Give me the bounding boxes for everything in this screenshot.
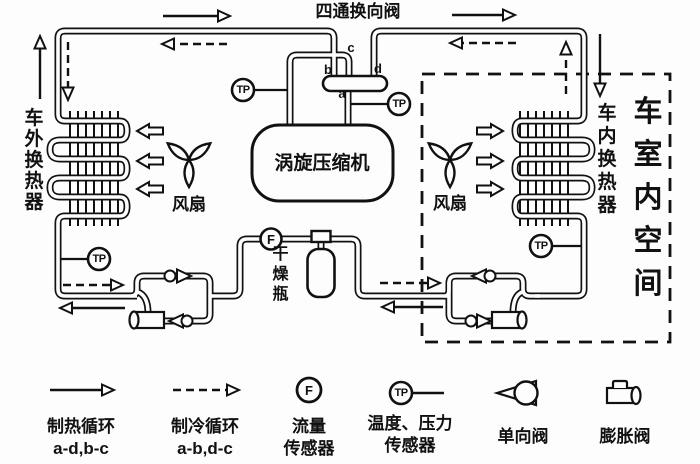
legend-heating-cycle-label: 制热循环 a-d,b-c [47,417,115,458]
tp-sensor-suction-circle [230,77,256,103]
airflow-arrows-left [135,122,164,198]
dryer-bottle [306,229,336,299]
legend-flow-sensor-circle [295,376,323,404]
cabin-space-label: 车室内空间 [633,96,663,300]
legend-check-valve-label: 单向阀 [497,427,549,446]
check-valve-right-bottom [464,312,494,330]
tp-sensor-discharge-text: TP [392,98,406,110]
expansion-valve-right [490,310,528,330]
airflow-arrows-right [476,122,505,198]
cabin-boundary-box [420,72,672,344]
valve-port-d: d [374,61,382,76]
legend-expansion-valve-label: 膨胀阀 [599,427,651,446]
four-way-valve-label: 四通换向阀 [315,2,401,21]
legend-flow-sensor-symbol: F [305,383,313,398]
sensor-tap-lines [59,88,581,261]
check-valve-left-bottom [166,312,194,330]
indoor-exchanger-label: 车内换热器 [597,103,617,216]
compressor-label: 涡旋压缩机 [274,153,370,174]
fan-left-label: 风扇 [172,195,206,214]
flow-sensor-text: F [267,232,275,247]
check-valve-right-top [469,267,497,285]
cycle-direction-arrows [32,7,608,316]
flow-sensor-circle [259,227,283,251]
fan-left-icon [163,138,215,189]
tp-sensor-outdoor-circle [86,246,112,272]
outdoor-exchanger-label: 车外换热器 [24,108,44,213]
tp-sensor-outdoor-text: TP [92,253,106,265]
valve-port-a: a [338,86,346,101]
legend-tp-sensor-label: 温度、压力 传感器 [367,414,453,455]
legend-cooling-cycle-label: 制冷循环 a-b,d-c [171,417,239,458]
outdoor-exchanger-fins [69,111,119,226]
expansion-valve-left [128,310,166,330]
fan-right-icon [424,138,476,189]
tp-sensor-indoor-text: TP [534,240,548,252]
legend-symbols [50,376,642,407]
valve-port-c: c [347,40,355,55]
legend-expansion-valve-icon [605,379,642,406]
legend-check-valve-icon [493,379,539,407]
valve-port-b: b [324,62,332,77]
dryer-bottle-label: 干燥瓶 [272,246,289,303]
four-way-valve-body [321,74,389,93]
compressor-body [250,123,395,203]
fan-right-label: 风扇 [433,194,467,213]
legend-flow-sensor-label: 流量 传感器 [283,417,335,458]
tp-sensor-suction-text: TP [236,84,250,96]
tp-sensor-indoor-circle [528,233,554,259]
legend-tp-sensor-symbol: TP [394,387,408,399]
check-valve-left-top [163,267,194,285]
indoor-exchanger-fins [519,111,569,226]
tp-sensor-discharge-circle [386,91,412,117]
